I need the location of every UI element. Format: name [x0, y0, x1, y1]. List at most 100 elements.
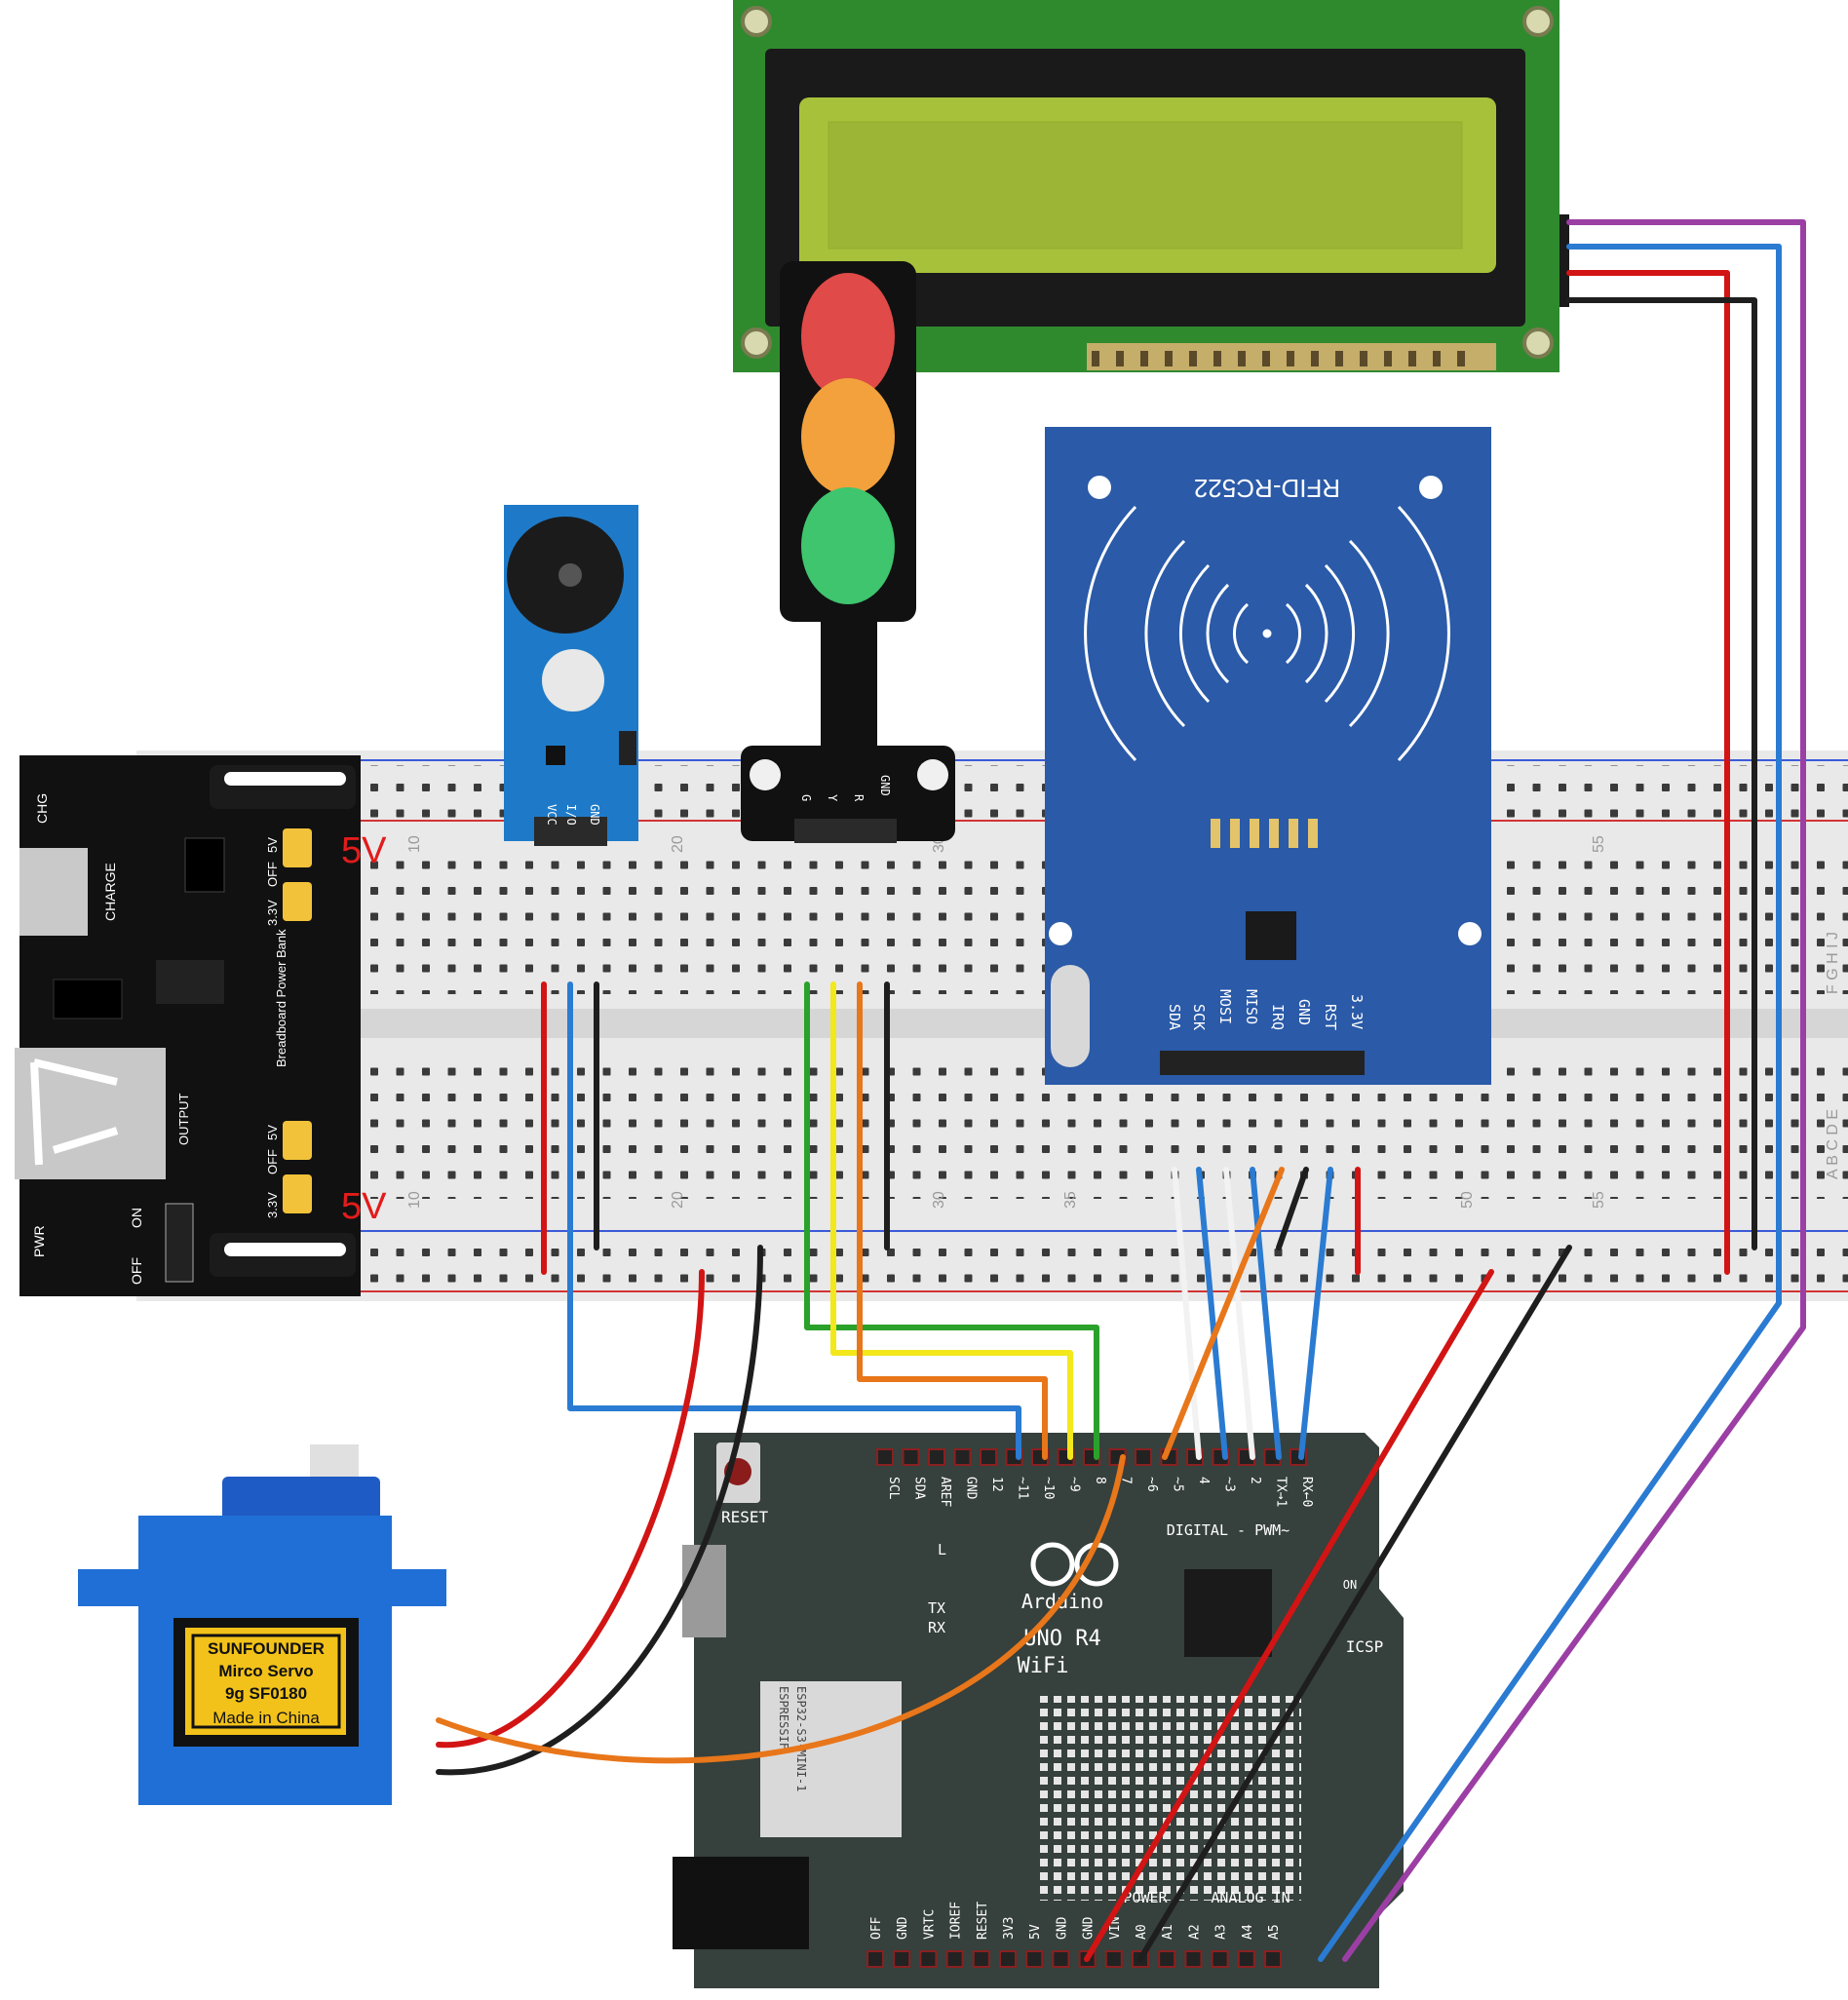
wire-servo-signal [436, 1454, 1126, 1764]
label-off: OFF [265, 1149, 280, 1174]
header-pin[interactable] [919, 1950, 938, 1968]
rail-voltage-label: 5V [341, 1186, 387, 1227]
led-yellow [801, 378, 895, 495]
label-brand: Breadboard Power Bank [274, 929, 289, 1067]
rfid-pin-label: IRQ [1269, 1004, 1287, 1030]
header-pin[interactable] [928, 1448, 945, 1466]
voltage-jumper[interactable] [283, 1121, 312, 1160]
header-pin[interactable] [1135, 1448, 1152, 1466]
label-3v3: 3.3V [265, 900, 280, 926]
bb-col-number: 10 [406, 835, 423, 853]
header-pin[interactable] [1158, 1950, 1176, 1968]
header-pin[interactable] [1211, 1950, 1229, 1968]
voltage-jumper[interactable] [283, 882, 312, 921]
header-pin-label: SCL [886, 1477, 901, 1500]
rfid-pin-label: MISO [1243, 989, 1260, 1024]
buzzer-pin-label: GND [588, 804, 601, 826]
rfid-pin-label: RST [1322, 1004, 1339, 1030]
usb-c-connector [682, 1545, 726, 1637]
rfid-pin-label: GND [1295, 999, 1313, 1025]
digital-header-label: DIGITAL - PWM~ [1167, 1521, 1290, 1539]
wire-rfid-gnd [1276, 1167, 1309, 1250]
header-pin-label: A0 [1135, 1924, 1149, 1940]
header-pin-label: OFF [869, 1916, 884, 1940]
header-pin[interactable] [902, 1448, 920, 1466]
header-pin-label: TX→1 [1274, 1477, 1289, 1507]
traffic-pin-label: GND [878, 775, 892, 796]
label-5v: 5V [265, 837, 280, 853]
header-pin[interactable] [1237, 1950, 1255, 1968]
analog-header-label: ANALOG IN [1211, 1889, 1290, 1906]
wire-traffic-g [804, 981, 1099, 1460]
wire-rfid-rst [1298, 1167, 1333, 1460]
label-off: OFF [265, 862, 280, 887]
header-pin[interactable] [893, 1950, 911, 1968]
buzzer-pin-label: I/O [564, 804, 578, 826]
power-slide-switch[interactable] [165, 1203, 194, 1283]
label-charge: CHARGE [102, 863, 118, 921]
header-pin[interactable] [876, 1448, 894, 1466]
led-red [801, 273, 895, 400]
header-pin-label: ~5 [1171, 1477, 1185, 1492]
header-pin-label: A5 [1267, 1924, 1282, 1940]
header-pin-label: A4 [1241, 1924, 1255, 1940]
header-pin[interactable] [1104, 1950, 1123, 1968]
wire-rfid-irq-d7 [1162, 1167, 1285, 1460]
header-pin[interactable] [972, 1950, 990, 1968]
header-pin-label: 8 [1093, 1477, 1107, 1484]
wire-lcd-gnd [1566, 297, 1757, 1250]
label-on: ON [129, 1208, 144, 1228]
header-pin[interactable] [1264, 1950, 1282, 1968]
wire-lcd-vcc [1566, 270, 1730, 1275]
header-pin[interactable] [1025, 1950, 1044, 1968]
header-pin[interactable] [1184, 1950, 1203, 1968]
servo-label-line: Mirco Servo [218, 1662, 313, 1680]
wire-servo-vcc [436, 1269, 705, 1749]
power-switch-slot [224, 1243, 346, 1256]
rfid-chip [1246, 911, 1296, 960]
header-pin-label: SDA [912, 1477, 927, 1500]
reset-label: RESET [721, 1508, 769, 1526]
header-pin-label: ~11 [1016, 1477, 1030, 1499]
header-pin-label: GND [1055, 1916, 1069, 1940]
header-pin-label: 5V [1028, 1924, 1043, 1940]
voltage-jumper[interactable] [283, 828, 312, 867]
rfid-antenna-icon [1084, 505, 1450, 762]
label-pwr: PWR [31, 1225, 47, 1257]
voltage-jumper[interactable] [283, 1174, 312, 1213]
header-pin-label: ~9 [1067, 1477, 1082, 1492]
wire-servo-gnd [436, 1245, 763, 1776]
esp-module-label: ESP32-S3-MINI-1 [794, 1686, 808, 1791]
header-pin-label: VRTC [922, 1909, 937, 1940]
traffic-pin-label: R [852, 794, 866, 802]
header-pin[interactable] [945, 1950, 964, 1968]
wires [436, 219, 1806, 1962]
rfid-pin-label: MOSI [1216, 989, 1234, 1024]
header-pin[interactable] [1052, 1950, 1070, 1968]
rfid-pin-label: SCK [1190, 1004, 1208, 1030]
rfid-crystal [1051, 965, 1090, 1067]
header-pin-label: A3 [1214, 1924, 1229, 1940]
header-pin[interactable] [953, 1448, 972, 1466]
wire-arduino-5v [1084, 1269, 1494, 1962]
bb-col-number: 20 [670, 835, 686, 853]
traffic-pin-label: G [799, 794, 813, 801]
bb-col-number: 20 [670, 1191, 686, 1209]
header-pin[interactable] [866, 1950, 884, 1968]
header-pin-label: A1 [1161, 1924, 1175, 1940]
power-header-label: POWER [1123, 1889, 1168, 1906]
header-pin[interactable] [999, 1950, 1017, 1968]
traffic-light-module: G Y R GND [741, 261, 955, 843]
header-pin-label: IOREF [949, 1902, 964, 1940]
wire-buzzer-io [567, 981, 1021, 1460]
rail-voltage-label: 5V [341, 830, 387, 871]
wire-rfid-sda [1172, 1167, 1202, 1460]
bb-col-number: 55 [1591, 1191, 1607, 1209]
header-pin-label: 7 [1119, 1477, 1134, 1484]
wire-rfid-miso [1250, 1167, 1282, 1460]
header-pin[interactable] [980, 1448, 997, 1466]
l-led-label: L [938, 1541, 946, 1558]
label-output: OUTPUT [176, 1094, 191, 1146]
led-green [801, 487, 895, 604]
